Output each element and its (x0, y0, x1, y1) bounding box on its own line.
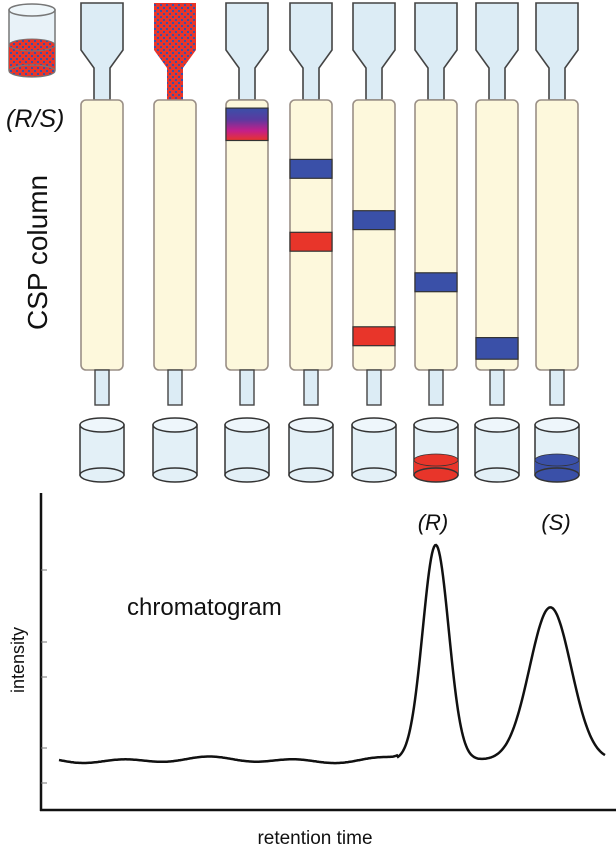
vial-rim (351, 417, 397, 433)
collection-vial (413, 417, 459, 483)
vial-bottom (288, 467, 334, 483)
vial-body (152, 424, 198, 476)
column-body (80, 99, 124, 371)
vial-bottom (79, 467, 125, 483)
y-axis-ticks (41, 569, 47, 784)
funnel (154, 3, 196, 100)
vial-rim (224, 417, 270, 433)
collection-vial (224, 417, 270, 483)
collection-vial (79, 417, 125, 483)
band-s (414, 272, 458, 293)
column-body (535, 99, 579, 371)
column-6 (413, 2, 459, 483)
band-s (289, 158, 333, 179)
vial-bottom (351, 467, 397, 483)
racemate-label: (R/S) (6, 105, 64, 133)
column-body (475, 99, 519, 371)
column-1 (79, 2, 125, 483)
vial-rim (79, 417, 125, 433)
vial-bottom (224, 467, 270, 483)
collection-vial (534, 417, 580, 483)
vial-bottom (474, 467, 520, 483)
band-r (352, 326, 396, 347)
columns-group (79, 2, 580, 483)
band-mixed (225, 107, 269, 142)
chromatogram-title: chromatogram (127, 594, 282, 621)
csp-column-label: CSP column (22, 175, 53, 330)
peak-r-label: (R) (418, 510, 449, 535)
outlet-tube (549, 369, 565, 406)
vial-rim (413, 417, 459, 433)
outlet-tube (489, 369, 505, 406)
funnel (475, 2, 519, 101)
column-4 (288, 2, 334, 483)
collection-vial (474, 417, 520, 483)
y-axis-label: intensity (8, 627, 28, 693)
band-s (352, 210, 396, 231)
funnel (535, 2, 579, 101)
peak-s-label: (S) (541, 510, 570, 535)
column-5 (351, 2, 397, 483)
funnel (414, 2, 458, 101)
outlet-tube (94, 369, 110, 406)
column-8 (534, 2, 580, 483)
outlet-tube (167, 369, 183, 406)
band-s (475, 337, 519, 360)
vial-liquid-top (534, 453, 580, 467)
vial-rim (152, 417, 198, 433)
vial-bottom (413, 467, 459, 483)
x-axis-label: retention time (257, 828, 372, 849)
vial-rim (288, 417, 334, 433)
vial-rim (474, 417, 520, 433)
column-2 (152, 3, 198, 483)
collection-vial (152, 417, 198, 483)
funnel (80, 2, 124, 101)
column-body (153, 99, 197, 371)
vial-bottom (534, 467, 580, 483)
outlet-tube (428, 369, 444, 406)
vial-body (474, 424, 520, 476)
band-r (289, 231, 333, 252)
outlet-tube (239, 369, 255, 406)
funnel (289, 2, 333, 101)
outlet-tube (303, 369, 319, 406)
column-3 (224, 2, 270, 483)
vial-rim (534, 417, 580, 433)
column-7 (474, 2, 520, 483)
racemate-vial (8, 3, 56, 78)
column-body (414, 99, 458, 371)
vial-bottom (152, 467, 198, 483)
collection-vial (351, 417, 397, 483)
funnel (225, 2, 269, 101)
outlet-tube (366, 369, 382, 406)
chromatogram-chart: (R) (S) chromatogram intensity retention… (8, 493, 616, 849)
vial-liquid-top (413, 453, 459, 467)
chromatogram-trace (58, 543, 606, 765)
collection-vial (288, 417, 334, 483)
funnel (352, 2, 396, 101)
